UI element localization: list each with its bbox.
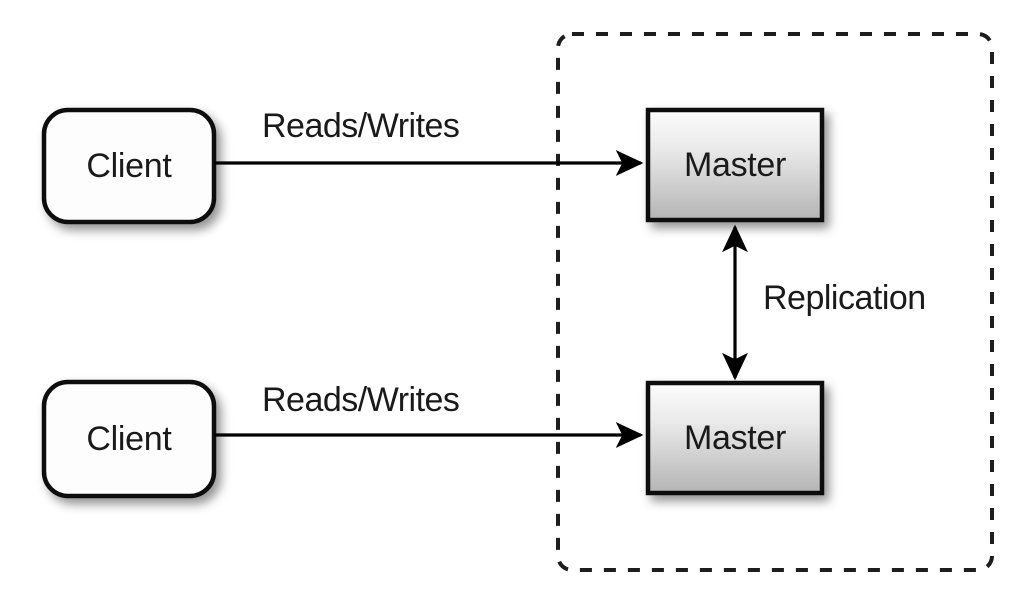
node-master-bottom[interactable] <box>645 380 825 496</box>
node-client-top[interactable] <box>41 107 217 225</box>
edge-label-reads-writes-bottom: Reads/Writes <box>262 381 460 419</box>
node-master-top[interactable] <box>645 107 825 223</box>
node-client-bottom[interactable] <box>41 379 217 499</box>
edge-label-reads-writes-top: Reads/Writes <box>262 107 460 145</box>
replication-cluster-boundary <box>556 32 994 572</box>
edge-label-replication: Replication <box>763 279 926 317</box>
